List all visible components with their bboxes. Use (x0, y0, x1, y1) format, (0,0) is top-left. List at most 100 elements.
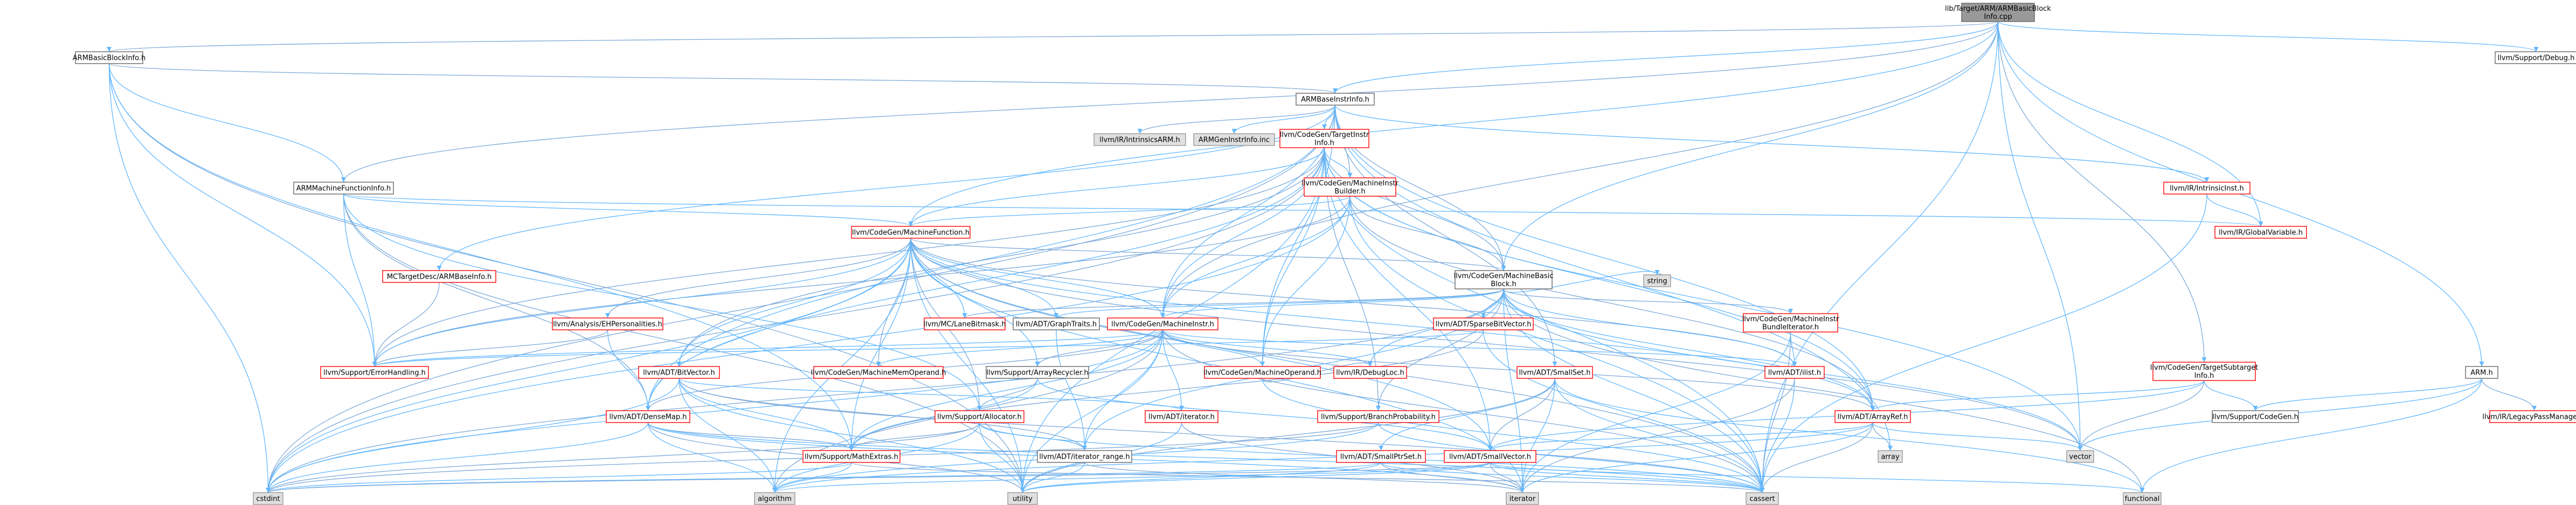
edge-sparsebv-to-cassert (1483, 329, 1765, 493)
edge-smallvector-to-cstdint (266, 462, 1491, 493)
edge-machinefunction-to-cstdint (265, 238, 911, 493)
edge-smallset-to-functional (1554, 378, 2145, 493)
edge-machineinstr-to-machineoperand (1162, 329, 1265, 367)
edge-mibuilder-to-machineoperand (1259, 196, 1351, 367)
node-mathextras-box (802, 450, 901, 463)
node-arrayrecycler[interactable]: llvm/Support/ArrayRecycler.h (986, 366, 1089, 379)
node-smallvector[interactable]: llvm/ADT/SmallVector.h (1444, 450, 1536, 463)
edge-densemap-to-algorithm (647, 422, 778, 493)
edge-targetinstr-to-vector (1324, 147, 2083, 451)
node-armbbinfo[interactable]: ARMBasicBlockInfo.h (73, 51, 146, 64)
node-branchprob[interactable]: llvm/Support/BranchProbability.h (1317, 410, 1439, 423)
node-ehpers[interactable]: llvm/Analysis/EHPersonalities.h (552, 317, 663, 330)
node-vector[interactable]: vector (2066, 450, 2094, 463)
node-codegen[interactable]: llvm/Support/CodeGen.h (2212, 410, 2299, 423)
edge-subtarget-to-arrayref (1870, 380, 2205, 411)
node-utility[interactable]: utility (1007, 492, 1038, 505)
node-machineoperand-box (1204, 366, 1321, 379)
edge-arrayref-to-algorithm (772, 422, 1873, 493)
node-machineoperand[interactable]: llvm/CodeGen/MachineOperand.h (1203, 366, 1321, 379)
node-iterrange-box (1037, 450, 1132, 463)
node-sparsebv[interactable]: llvm/ADT/SparseBitVector.h (1433, 317, 1534, 330)
node-legacypm[interactable]: llvm/IR/LegacyPassManager.h (2482, 410, 2576, 423)
edge-armbaseinstr-to-array (1334, 105, 1893, 451)
node-intrinsicinst[interactable]: llvm/IR/IntrinsicInst.h (2163, 182, 2250, 195)
node-armfuncinfo[interactable]: ARMMachineFunctionInfo.h (293, 182, 394, 195)
node-algorithm[interactable]: algorithm (754, 492, 795, 505)
node-adtiterator-label: llvm/ADT/iterator.h (1148, 413, 1215, 421)
node-ehpers-label: llvm/Analysis/EHPersonalities.h (553, 321, 662, 329)
edge-smallset-to-smallptrset (1378, 378, 1555, 451)
edge-targetinstr-to-machinefunction (908, 147, 1325, 227)
node-root[interactable]: lib/Target/ARM/ARMBasicBlockInfo.cpp (1945, 3, 2051, 22)
node-string-box (1643, 274, 1671, 287)
node-debugloc[interactable]: llvm/IR/DebugLoc.h (1333, 366, 1407, 379)
edge-smallset-to-iterator (1520, 378, 1555, 493)
node-array[interactable]: array (1878, 450, 1903, 463)
node-iterrange[interactable]: llvm/ADT/iterator_range.h (1037, 450, 1132, 463)
edge-root-to-subtarget (1997, 21, 2207, 363)
edge-arrayrecycler-to-smallvector (1037, 378, 1493, 451)
node-smallvector-box (1444, 450, 1536, 463)
node-machinefunction[interactable]: llvm/CodeGen/MachineFunction.h (851, 226, 971, 239)
node-globalvar[interactable]: llvm/IR/GlobalVariable.h (2214, 226, 2307, 239)
edge-arrayref-to-iterator (1520, 422, 1873, 493)
node-errorhandling-label: llvm/Support/ErrorHandling.h (323, 369, 426, 377)
node-bitvector[interactable]: llvm/ADT/BitVector.h (638, 366, 720, 379)
node-mcbaseinfo[interactable]: MCTargetDesc/ARMBaseInfo.h (382, 270, 496, 283)
edge-targetinstr-to-cstdint (266, 147, 1325, 493)
node-machinefunction-label: llvm/CodeGen/MachineFunction.h (852, 229, 970, 237)
node-graphtraits[interactable]: llvm/ADT/GraphTraits.h (1013, 317, 1100, 330)
edge-bundleiter-to-iterator (1520, 331, 1791, 493)
node-iterator[interactable]: iterator (1506, 492, 1539, 505)
node-armgeninstr[interactable]: ARMGenInstrInfo.inc (1193, 133, 1275, 146)
edge-root-to-armbaseinstr (1333, 21, 1999, 94)
node-bitvector-label: llvm/ADT/BitVector.h (643, 369, 715, 377)
node-adtiterator-box (1145, 410, 1218, 423)
node-functional[interactable]: functional (2123, 492, 2162, 505)
node-machineinstr[interactable]: llvm/CodeGen/MachineInstr.h (1107, 317, 1218, 330)
node-allocator[interactable]: llvm/Support/Allocator.h (934, 410, 1024, 423)
node-graphtraits-box (1013, 317, 1100, 330)
node-cassert[interactable]: cassert (1746, 492, 1779, 505)
node-armbaseinstr[interactable]: ARMBaseInstrInfo.h (1296, 93, 1375, 106)
node-arrayref[interactable]: llvm/ADT/ArrayRef.h (1834, 410, 1911, 423)
edge-bitvector-to-mathextras (678, 378, 854, 451)
node-string[interactable]: string (1643, 274, 1671, 287)
edge-mbb-to-arrayref (1503, 288, 1875, 411)
edge-subtarget-to-vector (2078, 380, 2205, 451)
node-lanebitmask-label: llvm/MC/LaneBitmask.h (923, 321, 1006, 329)
edge-bitvector-to-adtiterator (678, 378, 1184, 411)
node-ilist[interactable]: llvm/ADT/ilist.h (1764, 366, 1825, 379)
node-errorhandling[interactable]: llvm/Support/ErrorHandling.h (320, 366, 429, 379)
node-mibuilder-label: llvm/CodeGen/MachineInstr (1301, 179, 1398, 188)
edge-smallvector-to-utility (1020, 462, 1491, 493)
node-bundleiter[interactable]: llvm/CodeGen/MachineInstrBundleIterator.… (1742, 313, 1839, 333)
node-debug[interactable]: llvm/Support/Debug.h (2495, 51, 2576, 64)
node-adtiterator[interactable]: llvm/ADT/iterator.h (1145, 410, 1218, 423)
node-intrinsicsarm[interactable]: llvm/IR/IntrinsicsARM.h (1093, 133, 1186, 146)
node-sparsebv-box (1433, 317, 1534, 330)
node-branchprob-label: llvm/Support/BranchProbability.h (1321, 413, 1436, 421)
edge-armh-to-legacypm (2481, 378, 2537, 411)
node-branchprob-box (1317, 410, 1439, 423)
edge-bitvector-to-cstdint (266, 378, 680, 493)
node-densemap[interactable]: llvm/ADT/DenseMap.h (606, 410, 690, 423)
edge-smallptrset-to-iterator (1380, 462, 1525, 493)
node-utility-box (1007, 492, 1038, 505)
node-mathextras[interactable]: llvm/Support/MathExtras.h (802, 450, 901, 463)
node-armh[interactable]: ARM.h (2465, 366, 2498, 379)
node-armh-box (2465, 366, 2498, 379)
node-smallset[interactable]: llvm/ADT/SmallSet.h (1516, 366, 1593, 379)
node-utility-label: utility (1013, 495, 1033, 503)
node-cstdint[interactable]: cstdint (253, 492, 283, 505)
node-memoperand[interactable]: llvm/CodeGen/MachineMemOperand.h (811, 366, 946, 379)
node-smallptrset[interactable]: llvm/ADT/SmallPtrSet.h (1336, 450, 1426, 463)
node-lanebitmask[interactable]: llvm/MC/LaneBitmask.h (923, 317, 1006, 330)
edge-machineinstr-to-debugloc (1162, 329, 1373, 367)
node-intrinsicsarm-box (1093, 133, 1186, 146)
